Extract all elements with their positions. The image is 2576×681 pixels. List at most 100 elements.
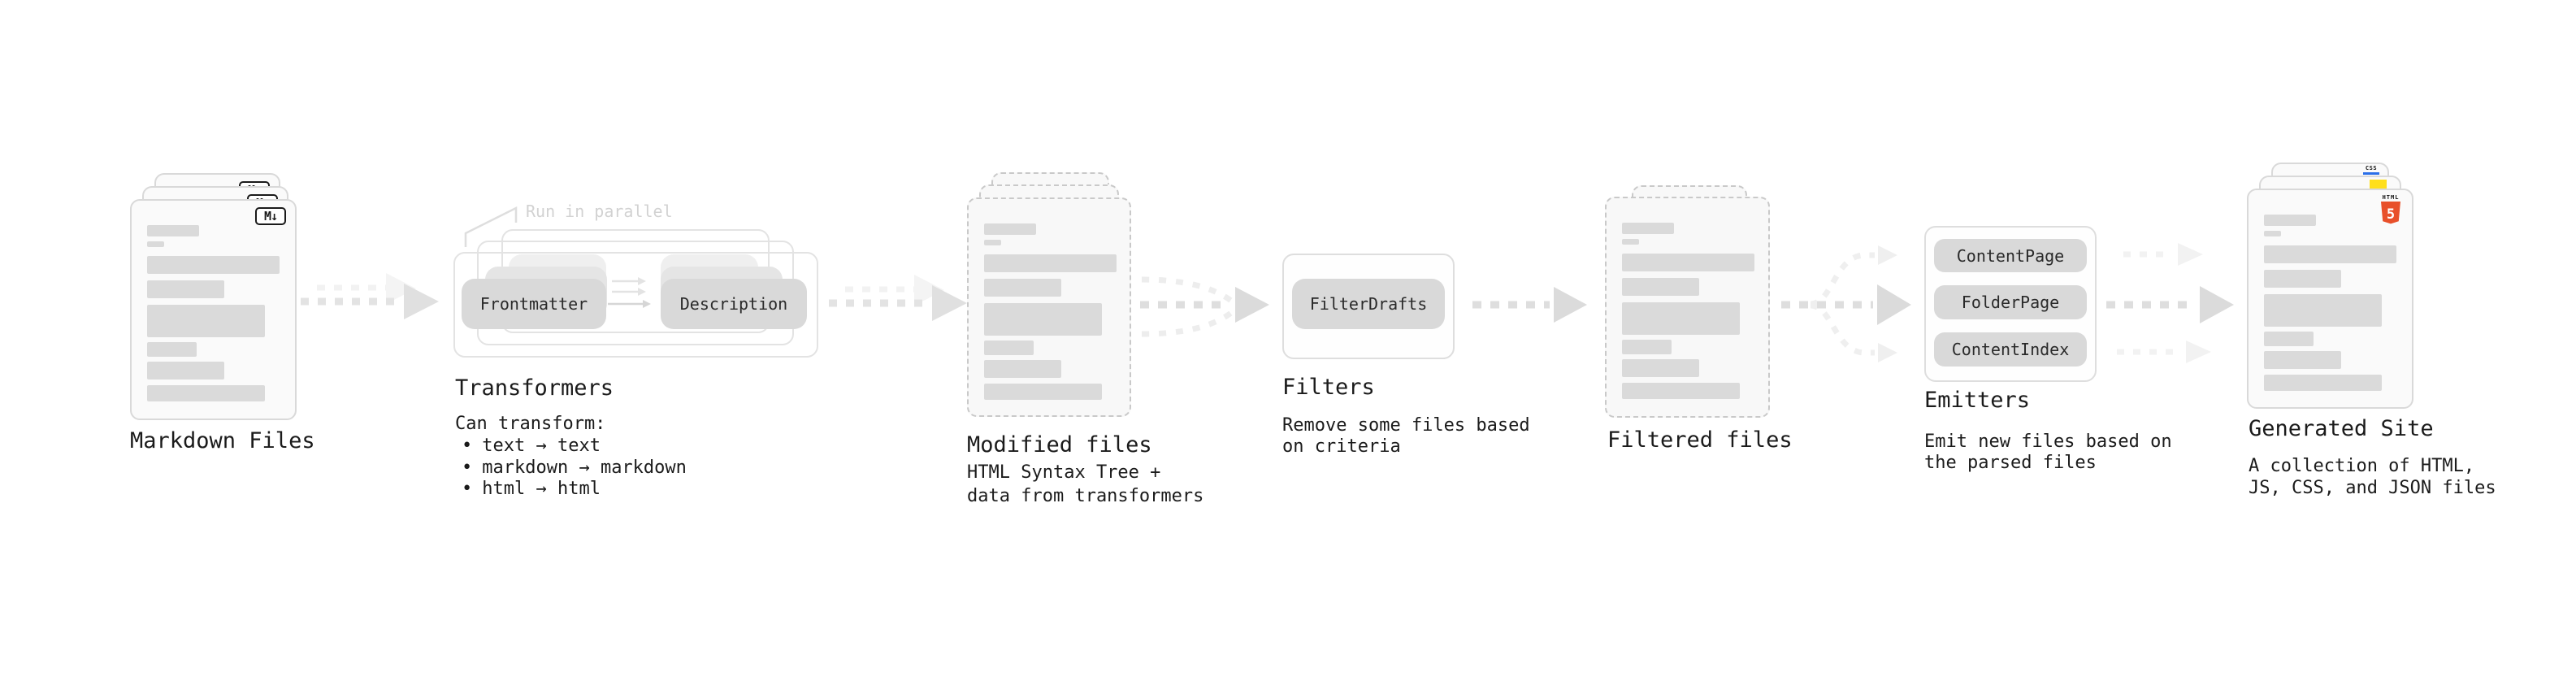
- content-bar: [147, 241, 164, 247]
- bullet-text: html → html: [482, 479, 601, 499]
- flow-arrow-emitters-to-generated: [2106, 243, 2234, 363]
- arrowhead-icon: [2200, 286, 2234, 323]
- arrowhead-icon: [1878, 343, 1897, 362]
- arrowhead-icon: [1235, 287, 1269, 323]
- transformers-label: Transformers: [455, 375, 614, 401]
- filters-description-line2: on criteria: [1282, 436, 1401, 457]
- dashed-arrow-icon: [829, 285, 967, 321]
- modified-file-card-front: [967, 197, 1131, 417]
- js-icon: [2370, 180, 2387, 189]
- ghost-arrow-icon: [845, 275, 944, 306]
- content-bar: [147, 385, 265, 401]
- merge-curve-bottom: [1141, 310, 1234, 337]
- html5-shield-icon: 5: [2381, 202, 2400, 224]
- parallel-mini-arrows-icon: [608, 277, 651, 308]
- emitters-description-line1: Emit new files based on: [1924, 432, 2172, 452]
- flow-arrow-filters-to-filtered: [1472, 287, 1587, 323]
- arrowhead-icon: [2186, 340, 2211, 363]
- content-bar: [984, 240, 1001, 245]
- content-bar: [147, 305, 265, 337]
- bullet-icon: •: [462, 458, 473, 478]
- content-bar: [147, 362, 224, 380]
- content-bar: [2264, 270, 2341, 288]
- content-bar: [1622, 223, 1674, 234]
- content-bar: [1622, 359, 1699, 377]
- modified-files-description-line1: HTML Syntax Tree +: [967, 462, 1161, 483]
- emitter-pill-contentindex: ContentIndex: [1934, 332, 2087, 367]
- content-bar: [984, 360, 1061, 378]
- markdown-file-card-front: M↓: [130, 199, 297, 420]
- content-bar: [1622, 278, 1699, 296]
- filters-description-line1: Remove some files based: [1282, 415, 1530, 436]
- flow-arrow-transformers-to-modified: [829, 275, 967, 321]
- content-bar: [984, 254, 1117, 272]
- content-bar: [2264, 231, 2281, 236]
- emitter-pill-folderpage: FolderPage: [1934, 285, 2087, 319]
- content-bar: [984, 279, 1061, 297]
- content-bar: [2264, 215, 2316, 226]
- content-bar: [147, 225, 199, 236]
- run-in-parallel-callout-line: [464, 206, 518, 247]
- bullet-icon: •: [462, 479, 473, 499]
- arrowhead-icon: [1554, 287, 1587, 323]
- markdown-files-label: Markdown Files: [130, 428, 315, 453]
- svg-text:5: 5: [2387, 206, 2395, 223]
- content-bar: [147, 342, 197, 357]
- run-in-parallel-note: Run in parallel: [526, 202, 673, 221]
- generated-site-description-line2: JS, CSS, and JSON files: [2249, 478, 2496, 498]
- content-bar: [1622, 340, 1672, 354]
- flow-arrow-modified-to-filters: [1140, 276, 1269, 337]
- filters-label: Filters: [1282, 375, 1375, 400]
- modified-files-description-line2: data from transformers: [967, 486, 1204, 506]
- bullet-icon: •: [462, 436, 473, 456]
- transformers-bullet-3: • html → html: [462, 478, 601, 500]
- filtered-files-label: Filtered files: [1607, 427, 1793, 453]
- dashed-arrow-icon: [301, 284, 439, 319]
- css-icon: CSS: [2363, 166, 2379, 175]
- content-bar: [984, 303, 1102, 336]
- arrowhead-icon: [1878, 245, 1897, 265]
- content-bar: [147, 280, 224, 298]
- emitter-pill-contentpage: ContentPage: [1934, 239, 2087, 272]
- transformer-pill-frontmatter: Frontmatter: [462, 279, 606, 329]
- transformer-pill-description: Description: [661, 279, 807, 329]
- generated-site-description-line1: A collection of HTML,: [2249, 456, 2475, 476]
- flow-arrow-filtered-to-emitters: [1781, 245, 1911, 362]
- arrowhead-icon: [1877, 284, 1911, 325]
- content-bar: [1622, 239, 1639, 245]
- emitters-description-line2: the parsed files: [1924, 453, 2097, 473]
- content-bar: [984, 223, 1036, 235]
- generated-file-card-html: HTML 5: [2247, 189, 2413, 409]
- bullet-text: markdown → markdown: [482, 458, 687, 478]
- transformers-container-front: [453, 252, 818, 358]
- css-badge-label: CSS: [2365, 165, 2378, 171]
- ghost-arrow-icon: [317, 273, 416, 304]
- transformers-description: Can transform:: [455, 414, 606, 434]
- content-bar: [1622, 383, 1740, 399]
- content-bar: [1622, 302, 1740, 335]
- html5-icon: HTML 5: [2379, 194, 2402, 224]
- content-bar: [1622, 254, 1754, 271]
- content-bar: [2264, 294, 2382, 327]
- html5-badge-label: HTML: [2382, 194, 2400, 201]
- content-bar: [2264, 351, 2341, 369]
- transformers-bullet-2: • markdown → markdown: [462, 457, 687, 479]
- content-bar: [2264, 332, 2314, 346]
- filtered-file-card-front: [1605, 197, 1770, 418]
- fan-curve-bottom: [1810, 302, 1875, 356]
- transformers-bullet-1: • text → text: [462, 435, 601, 457]
- markdown-icon: M↓: [255, 207, 286, 225]
- content-bar: [147, 256, 280, 274]
- css-badge-underline: [2363, 172, 2379, 175]
- arrowhead-icon: [2178, 243, 2203, 266]
- content-bar: [2264, 375, 2382, 391]
- filter-pill-filterdrafts: FilterDrafts: [1292, 279, 1445, 329]
- fan-curve-top: [1810, 252, 1875, 307]
- merge-curve-top: [1141, 276, 1234, 303]
- emitters-label: Emitters: [1924, 388, 2031, 413]
- modified-files-label: Modified files: [967, 432, 1152, 458]
- flow-arrow-markdown-to-transformers: [301, 273, 439, 319]
- content-bar: [984, 340, 1034, 355]
- bullet-text: text → text: [482, 436, 601, 456]
